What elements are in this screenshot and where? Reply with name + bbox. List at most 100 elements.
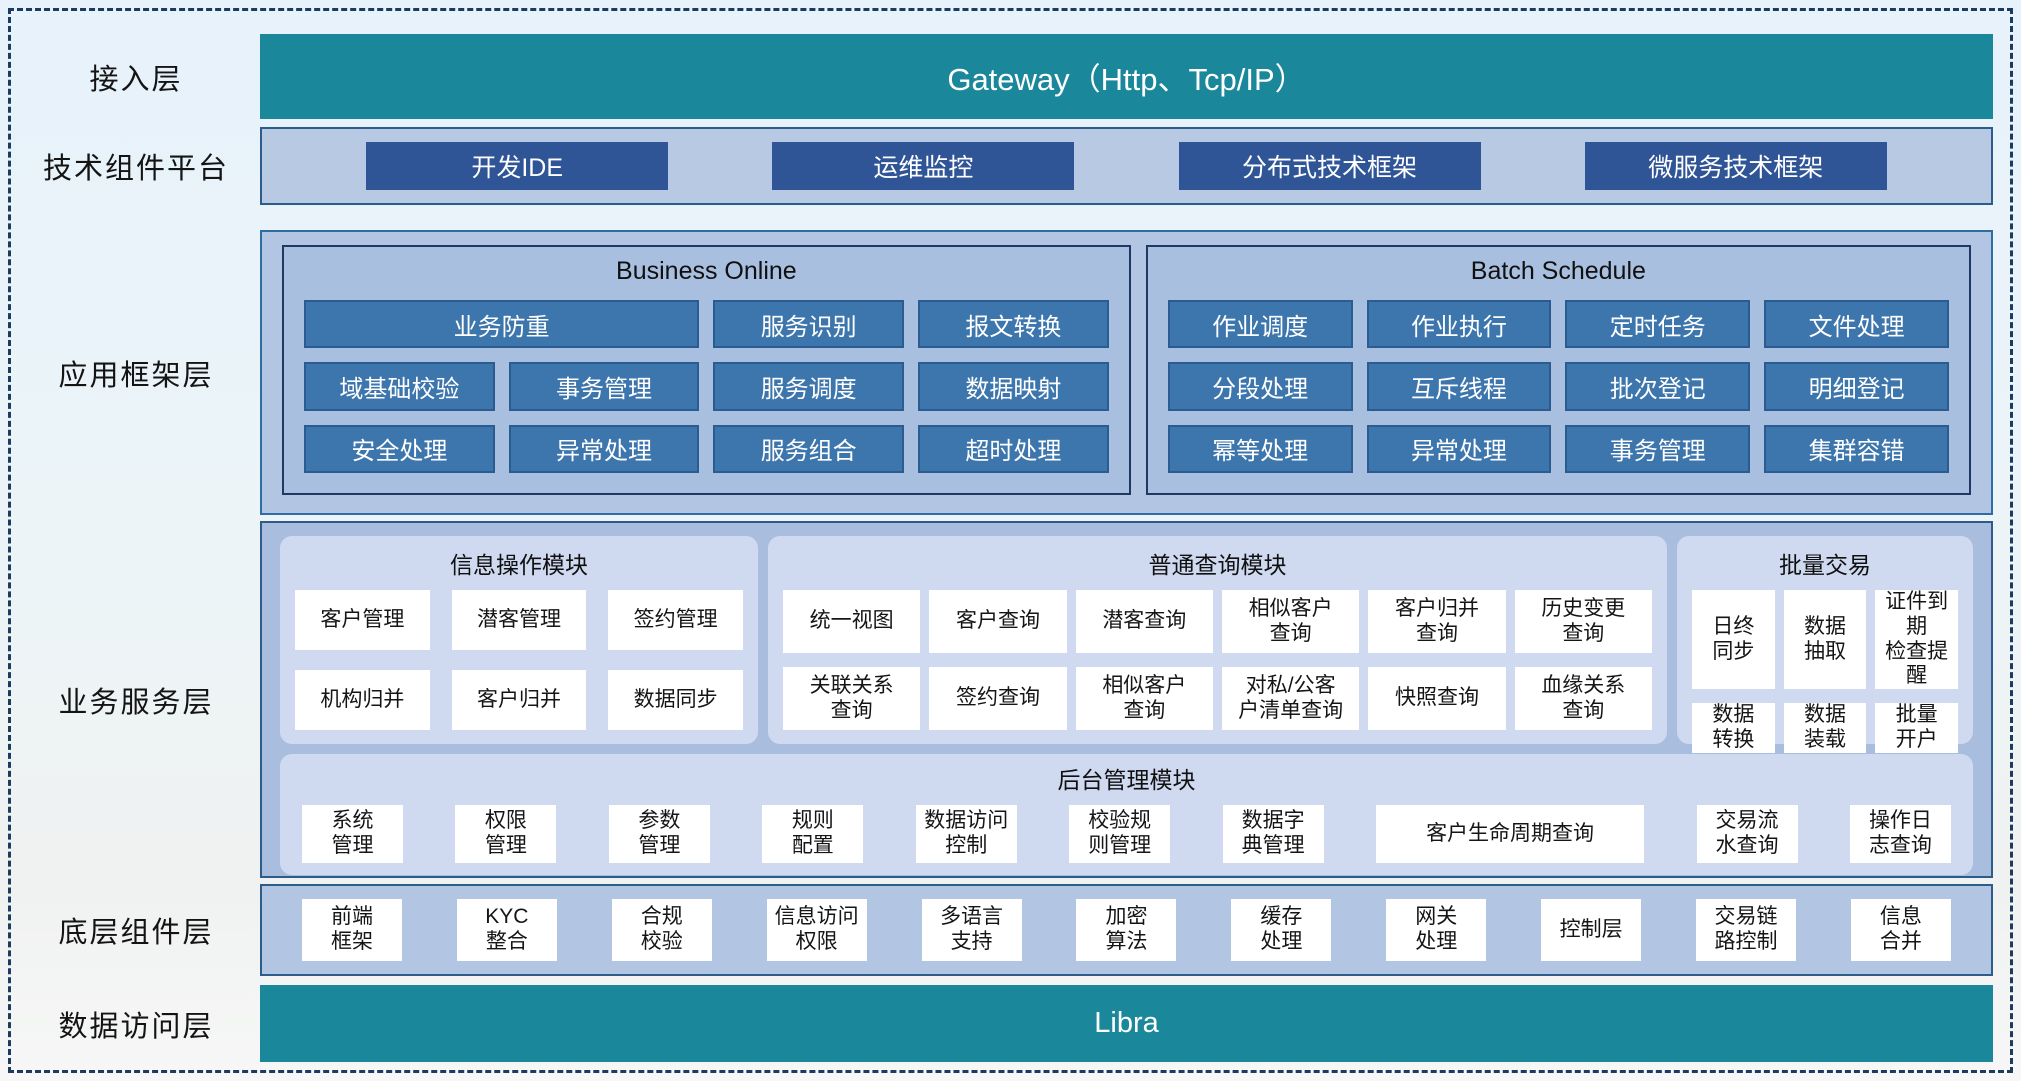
service-cell: 校验规 则管理 [1069,805,1171,863]
base-cell: 控制层 [1541,899,1642,961]
framework-button: 服务调度 [713,362,905,411]
service-cell: 签约管理 [608,590,743,650]
framework-button: 超时处理 [918,424,1109,473]
diagram-body: 接入层 Gateway（Http、Tcp/IP） 技术组件平台 开发IDE 运维… [12,10,1993,1071]
base-cell: 交易链 路控制 [1696,899,1797,961]
service-cell: 机构归并 [295,670,430,730]
base-cell: 合规 校验 [611,899,712,961]
service-cell: 对私/公客 户清单查询 [1221,667,1360,730]
base-cell: 信息访问 权限 [766,899,867,961]
service-cell: 签约查询 [929,667,1067,730]
framework-button: 作业调度 [1167,300,1353,349]
layer-label-framework: 应用框架层 [58,359,214,392]
general-query-title: 普通查询模块 [1148,552,1287,578]
framework-button: 作业执行 [1366,300,1552,349]
batch-transaction-grid: 日终 同步 数据 抽取 证件到期 检查提醒 数据 转换 数据 装载 批量 开户 [1692,590,1958,753]
tech-button: 开发IDE [366,142,669,190]
access-layer-row: 接入层 Gateway（Http、Tcp/IP） [12,34,1993,119]
base-cell: 网关 处理 [1386,899,1487,961]
business-online-title: Business Online [616,257,797,285]
backend-admin-title: 后台管理模块 [1057,767,1196,793]
layer-label-tech: 技术组件平台 [42,153,229,185]
service-cell: 数据 抽取 [1783,590,1867,690]
base-components-container: 前端 框架 KYC 整合 合规 校验 信息访问 权限 多语言 支持 加密 算法 … [260,884,1993,976]
tech-platform-container: 开发IDE 运维监控 分布式技术框架 微服务技术框架 [260,127,1993,205]
layer-label-access: 接入层 [89,63,183,96]
base-cell: 加密 算法 [1076,899,1177,961]
service-cell: 潜客管理 [451,590,587,650]
framework-button: 明细登记 [1764,362,1949,411]
libra-bar: Libra [260,985,1993,1062]
app-framework-row: 应用框架层 Business Online 业务防重 服务识别 报文转换 域基础… [12,230,1993,515]
service-cell: 客户查询 [929,590,1067,653]
general-query-grid: 统一视图 客户查询 潜客查询 相似客户 查询 客户归并 查询 历史变更 查询 关… [783,590,1652,730]
service-cell: 相似客户 查询 [1221,590,1360,653]
service-cell: 客户管理 [295,590,430,650]
business-online-group: Business Online 业务防重 服务识别 报文转换 域基础校验 事务管… [282,245,1131,495]
framework-button: 数据映射 [918,362,1109,411]
framework-button: 事务管理 [508,362,700,411]
info-operation-grid: 客户管理 潜客管理 签约管理 机构归并 客户归并 数据同步 [295,590,743,730]
app-framework-container: Business Online 业务防重 服务识别 报文转换 域基础校验 事务管… [260,230,1993,515]
service-cell: 快照查询 [1368,667,1506,730]
layer-label-base: 底层组件层 [58,917,214,949]
tech-button: 分布式技术框架 [1178,142,1481,190]
service-cell: 血缘关系 查询 [1514,667,1652,730]
backend-admin-module: 后台管理模块 系统 管理 权限 管理 参数 管理 规则 配置 数据访问 控制 校… [280,754,1973,875]
framework-button: 异常处理 [508,424,700,473]
framework-button: 域基础校验 [304,362,495,411]
data-access-row: 数据访问层 Libra [12,985,1993,1062]
framework-button: 事务管理 [1565,424,1751,473]
framework-button: 集群容错 [1764,424,1949,473]
framework-button: 业务防重 [304,300,700,349]
base-cell: 信息 合并 [1850,899,1951,961]
framework-button: 异常处理 [1366,424,1552,473]
service-cell: 客户归并 查询 [1368,590,1506,653]
framework-button: 文件处理 [1764,300,1949,349]
framework-button: 互斥线程 [1366,362,1552,411]
service-cell: 数据 转换 [1692,703,1775,753]
framework-button: 安全处理 [304,424,495,473]
layer-label-service: 业务服务层 [58,686,214,719]
service-cell: 数据字 典管理 [1222,805,1324,863]
service-cell: 规则 配置 [762,805,864,863]
service-cell: 统一视图 [783,590,921,653]
batch-schedule-title: Batch Schedule [1470,257,1646,285]
service-cell: 数据同步 [608,670,743,730]
base-cell: KYC 整合 [456,899,557,961]
tech-button: 运维监控 [772,142,1075,190]
batch-schedule-grid: 作业调度 作业执行 定时任务 文件处理 分段处理 互斥线程 批次登记 明细登记 … [1167,300,1949,473]
framework-button: 服务组合 [713,424,905,473]
framework-button: 分段处理 [1167,362,1353,411]
tech-platform-row: 技术组件平台 开发IDE 运维监控 分布式技术框架 微服务技术框架 [12,127,1993,205]
service-cell: 关联关系 查询 [783,667,921,730]
service-cell: 操作日 志查询 [1849,805,1951,863]
service-cell: 客户生命周期查询 [1376,805,1645,863]
service-cell: 相似客户 查询 [1075,667,1213,730]
service-cell: 证件到期 检查提醒 [1875,590,1958,690]
batch-schedule-group: Batch Schedule 作业调度 作业执行 定时任务 文件处理 分段处理 … [1145,245,1971,495]
service-cell: 数据 装载 [1783,703,1867,753]
business-service-container: 信息操作模块 客户管理 潜客管理 签约管理 机构归并 客户归并 数据同步 普通查… [260,521,1993,878]
base-cell: 缓存 处理 [1231,899,1332,961]
framework-button: 批次登记 [1565,362,1751,411]
info-operation-module: 信息操作模块 客户管理 潜客管理 签约管理 机构归并 客户归并 数据同步 [280,536,758,744]
service-cell: 客户归并 [451,670,587,730]
service-cell: 系统 管理 [302,805,403,863]
tech-button: 微服务技术框架 [1584,142,1887,190]
service-cell: 数据访问 控制 [915,805,1017,863]
gateway-bar: Gateway（Http、Tcp/IP） [260,34,1993,119]
framework-button: 报文转换 [918,300,1109,349]
batch-transaction-title: 批量交易 [1779,552,1871,578]
service-cell: 交易流 水查询 [1696,805,1798,863]
framework-button: 服务识别 [713,300,905,349]
base-cell: 前端 框架 [302,899,402,961]
framework-button: 幂等处理 [1167,424,1353,473]
service-cell: 批量 开户 [1875,703,1958,753]
info-operation-title: 信息操作模块 [450,552,588,578]
service-cell: 日终 同步 [1692,590,1775,690]
business-online-grid: 业务防重 服务识别 报文转换 域基础校验 事务管理 服务调度 数据映射 安全处理… [304,300,1109,473]
service-cell: 历史变更 查询 [1514,590,1652,653]
business-service-row: 业务服务层 信息操作模块 客户管理 潜客管理 签约管理 机构归并 客户归并 数据… [12,521,1993,878]
